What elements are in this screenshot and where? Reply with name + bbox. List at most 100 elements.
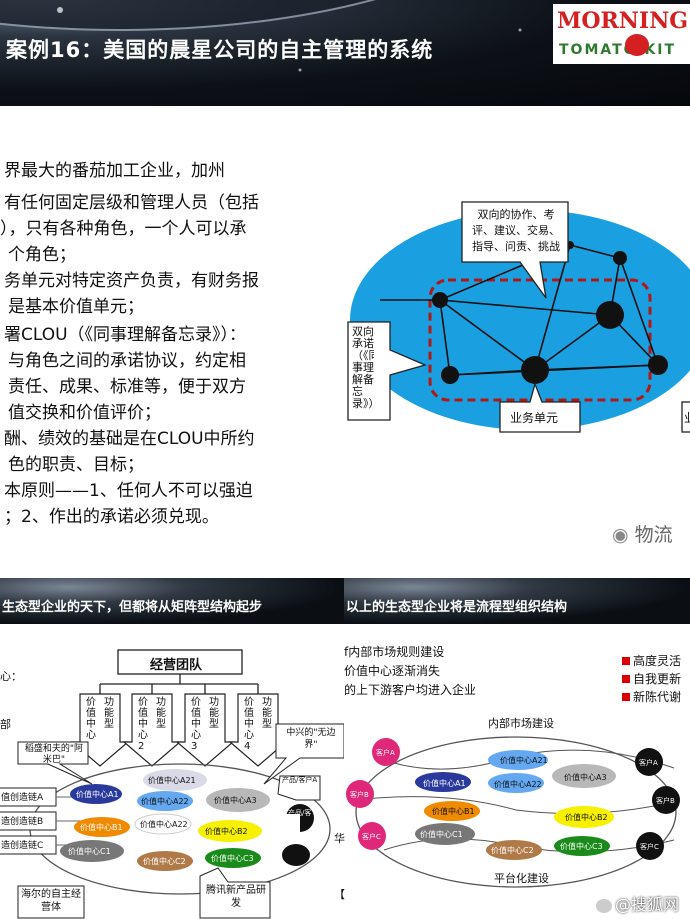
chain-label: 值创造链A — [1, 793, 44, 803]
node-label: 价值中心A21 — [148, 776, 196, 785]
logo-wordmark-top: MORNING S — [557, 8, 690, 34]
tencent-text: 腾讯新产品研发 — [206, 885, 266, 909]
node-label: 价值中心B2 — [205, 827, 248, 836]
callout-left-text: 双向承诺（《同事理解备忘录》） — [352, 326, 374, 410]
bullet-item: 自我更新 — [622, 670, 681, 687]
node-label: 价值中心B1 — [432, 807, 475, 816]
customer-label: 客户A — [376, 749, 395, 757]
wechat-icon: ◉ — [612, 524, 629, 546]
watermark-text: @搜狐网 — [615, 895, 680, 914]
haier-bubble — [17, 885, 85, 919]
node-label: 价值中心A1 — [423, 779, 466, 788]
platform-label: 平台化建设 — [494, 872, 549, 885]
process-diagram — [346, 736, 680, 888]
right-line: 价值中心逐渐消失 — [344, 664, 441, 678]
customer-label: 客户C — [640, 843, 659, 851]
slide-title: 案例16：美国的晨星公司的自主管理的系统 — [6, 38, 434, 62]
column-label: 价值中心2 — [138, 697, 148, 752]
matrix-diagram — [0, 649, 344, 919]
product-label: 产品/客户B — [288, 809, 312, 826]
right-panel-title: 以上的生态型企业将是流程型组织结构 — [346, 600, 568, 615]
bracket-label: 【 — [334, 888, 345, 901]
text-body: 界最大的番茄加工企业，加州 有任何固定层级和管理人员（包括 ），只有各种角色，一… — [0, 156, 310, 526]
planet-arc-graphic — [0, 0, 522, 72]
body-line: 酬、绩效的基础是在CLOU中所约 — [4, 429, 255, 449]
node-label: 价值中心A22 — [141, 797, 189, 806]
slide-header: 案例16：美国的晨星公司的自主管理的系统 MORNING S TOMATO KI… — [0, 0, 690, 106]
node-label: 价值中心A21 — [500, 756, 548, 765]
column-label: 价值中心3 — [191, 697, 201, 752]
body-line: 责任、成果、标准等，便于双方 — [8, 377, 246, 397]
hua-label: 华 — [334, 832, 345, 845]
body-line: 个角色； — [8, 245, 76, 265]
node-label: 价值中心A3 — [564, 773, 607, 782]
logo-wordmark-bottom: TOMATO KIT — [559, 42, 677, 58]
body-line: 界最大的番茄加工企业，加州 — [4, 161, 225, 181]
callout-alibaba-text: 稻盛和夫的"阿米巴" — [24, 744, 84, 765]
body-line: ），只有各种角色，一个人可以承 — [0, 219, 247, 239]
process-nodes — [415, 750, 616, 860]
column-label: 功能型 — [209, 697, 219, 730]
network-ellipse — [350, 210, 690, 430]
body-line: 是基本价值单元； — [8, 297, 144, 317]
product-a-bubble — [277, 775, 321, 801]
right-line: f内部市场规则建设 — [344, 645, 445, 659]
network-nodes — [432, 241, 668, 384]
node-label: 价值中心A3 — [214, 796, 257, 805]
body-line: 有任何固定层级和管理人员（包括 — [4, 193, 259, 213]
tencent-bubble — [199, 867, 271, 919]
value-center-nodes — [60, 769, 314, 871]
body-line: ；2、作出的承诺必须兑现。 — [4, 507, 219, 526]
left-side-label: 心： — [0, 670, 22, 683]
callout-alibaba-bubble — [17, 741, 93, 785]
bullet-item: 新陈代谢 — [622, 688, 681, 705]
sohu-logo-icon — [596, 898, 612, 913]
column-label: 功能型 — [156, 697, 166, 730]
bullet-square-icon — [622, 675, 630, 683]
product-b-area — [264, 814, 300, 838]
right-line: 的上下游客户均进入企业 — [344, 683, 477, 697]
column-label: 价值中心 — [86, 697, 96, 741]
tree-lines — [99, 674, 259, 694]
callout-top-bubble — [461, 201, 569, 299]
node-label: 价值中心B1 — [80, 823, 123, 832]
bullet-square-icon — [622, 693, 630, 701]
node-label: 价值中心C2 — [143, 857, 186, 866]
sohu-watermark: @搜狐网 — [596, 891, 679, 915]
morning-star-logo: MORNING S TOMATO KIT — [553, 4, 690, 64]
body-line: 色的职责、目标； — [8, 455, 144, 475]
customer-label: 客户B — [656, 797, 675, 805]
network-diagram — [347, 201, 690, 433]
body-line: 本原则——1、任何人不可以强迫 — [4, 481, 253, 501]
callout-zte-bubble — [263, 723, 344, 785]
chain-label: 造创造链C — [1, 841, 44, 851]
callout-left-bubble — [347, 321, 427, 421]
body-line: 值交换和价值评价； — [8, 403, 161, 423]
process-ellipse — [355, 736, 677, 888]
callout-zte-text: 中兴的"无边界" — [286, 728, 336, 750]
team-label: 经营团队 — [150, 658, 203, 673]
callout-bottom-bubble — [499, 381, 581, 433]
chain-boxes — [0, 787, 57, 855]
customer-nodes — [346, 738, 680, 860]
haier-text: 海尔的自主经营体 — [21, 889, 81, 913]
left-panel-header — [0, 578, 344, 624]
body-line: 署CLOU（《同事理解备忘录》）： — [4, 325, 247, 345]
customer-label: 客户C — [362, 833, 381, 841]
chain-label: 造创造链B — [1, 817, 44, 827]
customer-label: 客户B — [350, 791, 369, 799]
node-label: 价值中心A22 — [494, 780, 542, 789]
node-label: 价值中心C3 — [560, 842, 603, 851]
bullet-item: 高度灵活 — [622, 652, 681, 669]
left-panel-title: 生态型企业的天下，但都将从矩阵型结构起步 — [2, 600, 263, 615]
node-label: 价值中心C1 — [420, 830, 463, 839]
body-line: 务单元对特定资产负责，有财务报 — [4, 271, 259, 291]
right-panel-header — [344, 578, 690, 624]
market-label: 内部市场建设 — [488, 717, 554, 730]
callout-right-bubble — [681, 401, 690, 433]
callout-bottom-text: 业务单元 — [510, 411, 559, 425]
node-label: 价值中心C1 — [68, 847, 111, 856]
product-label: 产品/客户A — [282, 776, 318, 784]
value-center-arrows — [70, 693, 288, 767]
column-label: 价值中心4 — [244, 697, 254, 752]
